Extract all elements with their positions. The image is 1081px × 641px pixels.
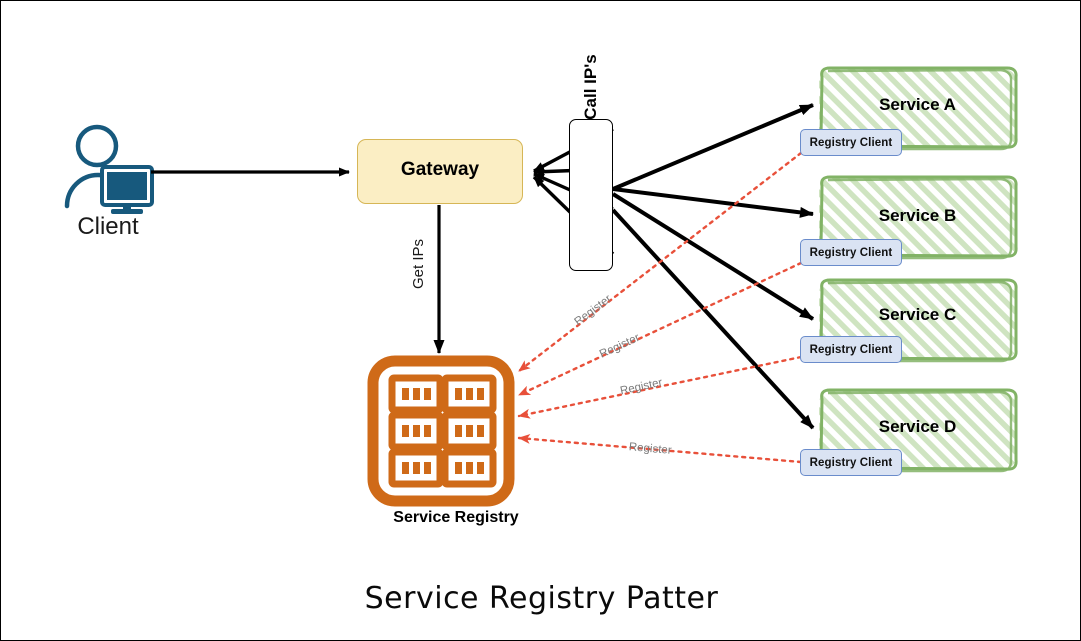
registry-client-c[interactable]: Registry Client (800, 336, 902, 363)
service-registry-icon[interactable] (367, 355, 515, 507)
edge-register-b (517, 261, 803, 397)
get-ips-edge-label: Get IPs (410, 238, 427, 290)
diagram-title: Service Registry Patter (364, 581, 719, 616)
edge-label-register-d: Register (628, 441, 672, 457)
service-title-d: Service D (878, 417, 957, 436)
edge-label-register-a: Register (572, 293, 614, 328)
edge-register-a (517, 151, 803, 373)
registry-client-a[interactable]: Registry Client (800, 129, 902, 156)
edge-register-d (517, 433, 803, 464)
edge-to-service-b (612, 187, 814, 218)
edge-register-c (517, 355, 803, 419)
edge-to-service-d (611, 208, 815, 430)
call-ips-label: Call IP's (581, 54, 600, 120)
service-registry-label: Service Registry (393, 509, 519, 526)
service-title-a: Service A (879, 95, 956, 114)
edge-to-service-a (612, 103, 814, 191)
service-title-b: Service B (878, 206, 957, 225)
client-label: Client (77, 213, 139, 240)
gateway-node[interactable] (357, 139, 523, 204)
edges-callips-to-services (611, 103, 815, 430)
registry-client-b[interactable]: Registry Client (800, 239, 902, 266)
registry-client-d[interactable]: Registry Client (800, 449, 902, 476)
client-monitor-icon (100, 165, 154, 214)
service-title-c: Service C (878, 305, 957, 324)
edge-label-register-b: Register (598, 332, 642, 361)
call-ips-node[interactable] (569, 119, 613, 271)
edge-to-service-c (611, 192, 815, 321)
edges-register (517, 151, 803, 464)
gateway-label: Gateway (400, 159, 480, 180)
edge-label-register-c: Register (619, 377, 664, 398)
